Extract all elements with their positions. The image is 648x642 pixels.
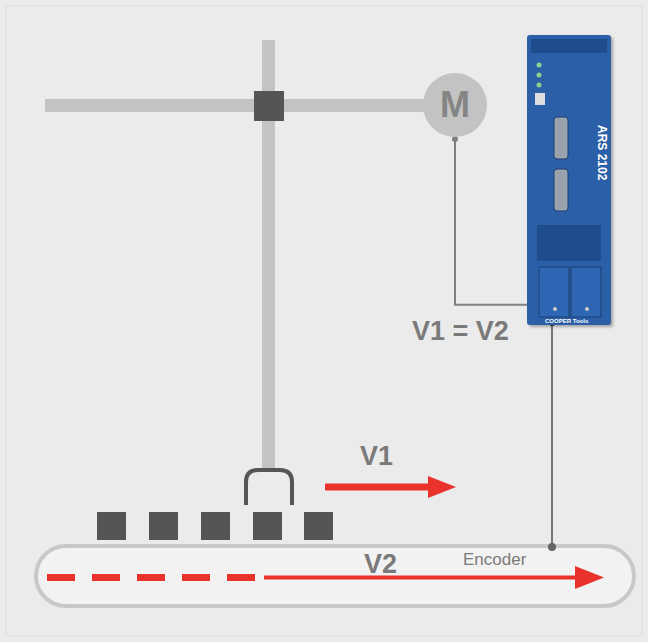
arrow-head bbox=[428, 476, 456, 498]
velocity-label: V2 bbox=[364, 551, 397, 578]
encoder-label: Encoder bbox=[463, 551, 526, 568]
product bbox=[253, 512, 282, 540]
gantry-rail bbox=[45, 99, 430, 112]
background-panel bbox=[6, 6, 642, 636]
carriage bbox=[254, 91, 284, 121]
motor-circle: M bbox=[423, 73, 487, 137]
arrow-head bbox=[575, 566, 604, 589]
velocity-arrow bbox=[264, 576, 580, 580]
servo-drive: ARS 2102COOPER Tools bbox=[527, 35, 611, 325]
sync-condition: V1 = V2 bbox=[412, 318, 509, 345]
encoder-cable bbox=[551, 325, 553, 546]
product bbox=[149, 512, 178, 540]
model-name: ARS 2102 bbox=[595, 125, 609, 180]
conveyor-belt bbox=[36, 546, 634, 606]
encoder-point bbox=[548, 543, 556, 551]
velocity-label: V1 bbox=[360, 443, 393, 470]
velocity-arrow bbox=[325, 484, 430, 491]
cable-line bbox=[455, 137, 527, 305]
gripper bbox=[246, 470, 292, 505]
belt-motion-dashes bbox=[47, 574, 255, 581]
product bbox=[201, 512, 230, 540]
motor-cable bbox=[452, 136, 527, 305]
motor-label: M bbox=[440, 84, 470, 126]
product bbox=[304, 512, 333, 540]
brand-name: COOPER Tools bbox=[545, 318, 588, 324]
product bbox=[97, 512, 126, 540]
